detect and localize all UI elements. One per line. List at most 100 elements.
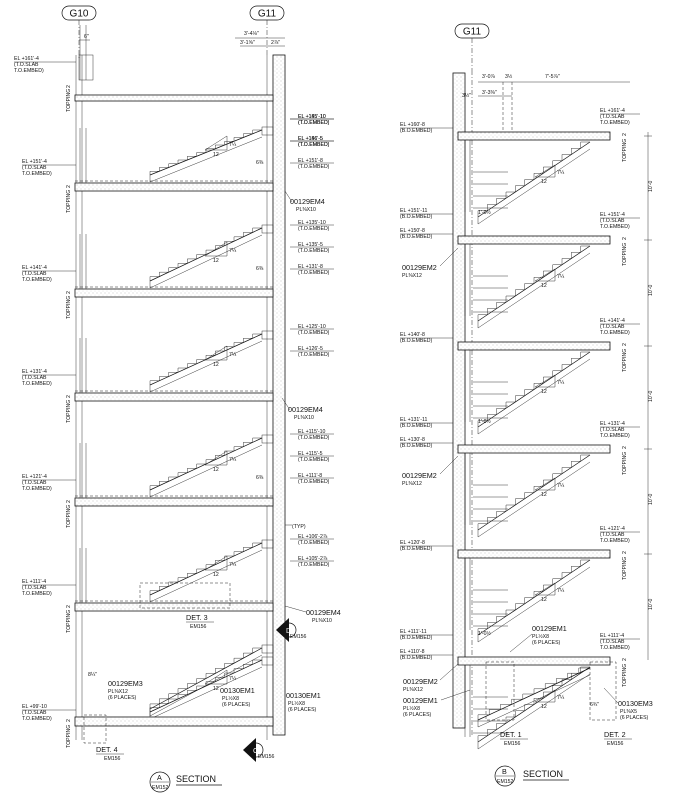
level-b-n1-0: (T.O.SLAB: [600, 114, 625, 120]
topping-b-3: TOPPING: [622, 452, 628, 475]
slope-tri-b-1: [534, 268, 556, 282]
slope-run-b-3: 12: [541, 492, 547, 498]
slope-rise-a-2: 7¼: [229, 352, 237, 358]
level-a-n1-1: (T.O.SLAB: [22, 165, 47, 171]
stair-b-0-stringer-bot: [477, 148, 591, 225]
topping-b-n-2: 2: [622, 343, 628, 346]
stair-b-5: [477, 666, 591, 750]
landing-a-el-c2-4: (T.O.EMBED): [298, 479, 330, 485]
det4-ref: EM156: [104, 756, 121, 762]
slope-tri-b-3: [534, 477, 556, 491]
bo-b-note-5: (B.O.EMBED): [400, 635, 433, 641]
slope-tri-a-0: [204, 135, 228, 151]
grid-bubble-g11-b: G11: [454, 23, 490, 39]
six-three-a-0: 6⅜: [256, 160, 264, 166]
cut-d-letter: D: [286, 626, 291, 635]
embed-b-em3-places: (6 PLACES): [620, 715, 649, 721]
dim-a-small: 6": [84, 34, 89, 40]
embed-a-em4-1-id: 00129EM4: [290, 197, 325, 206]
det3-ref: EM156: [190, 624, 207, 630]
landing-a-el-b-0: EL +156'-5: [298, 136, 323, 142]
landing-a-4: [261, 539, 274, 549]
ten-b-2: 10'-0: [648, 391, 654, 402]
bo-b-el-3: EL +131'-11: [400, 417, 427, 423]
embed-a-em1b-places: (6 PLACES): [288, 707, 317, 713]
grid-label-g11-a: G11: [258, 9, 277, 20]
landing-a-el-b2-2: (T.O.EMBED): [298, 248, 330, 254]
level-a-n1-4: (T.O.SLAB: [22, 480, 47, 486]
dim-a-edge: 2⅞": [271, 40, 280, 46]
embed-a-em1-id: 00130EM1: [220, 686, 255, 695]
stair-b-1-treads: [477, 245, 590, 328]
stair-a-1: [149, 227, 263, 289]
slope-rise-b-3: 7¼: [557, 483, 565, 489]
landing-a-el-a-0: EL +155'-10: [298, 114, 326, 120]
landing-a-5: [261, 644, 274, 654]
bo-b-el2-3: EL +130'-8: [400, 437, 425, 443]
bo-b-note-4: (B.O.EMBED): [400, 546, 433, 552]
dim-b-bot-rise: 6¾": [590, 702, 599, 708]
section-a-marker: A EM152 SECTION: [149, 771, 222, 793]
embed-a-em3-places: (6 PLACES): [108, 695, 137, 701]
level-a-bottom-n2: T.O.EMBED): [22, 716, 52, 722]
embed-a-em4-3-spec: PL⅜X10: [312, 618, 332, 624]
topping-b-n-5: 2: [622, 658, 628, 661]
level-b-n1-5: (T.O.SLAB: [600, 639, 625, 645]
level-b-el-1: EL +151'-4: [600, 212, 625, 218]
level-a-el-2: EL +141'-4: [22, 265, 47, 271]
dim-a-inner: 3'-1⅝": [240, 40, 255, 46]
level-b-el-5: EL +111'-4: [600, 633, 624, 639]
bo-b-note-2: (B.O.EMBED): [400, 338, 433, 344]
level-a-n1-5: (T.O.SLAB: [22, 585, 47, 591]
level-a-bottom-el: EL +99'-10: [22, 704, 47, 710]
topping-a-n-1: 2: [66, 185, 72, 188]
slab-a-fill-5: [75, 603, 273, 611]
bo-b-note-3: (B.O.EMBED): [400, 423, 433, 429]
landing-a-el-b2-5: (T.O.EMBED): [298, 562, 330, 568]
landing-a-el-a2-4: (T.O.EMBED): [298, 435, 330, 441]
bo-b-note-1: (B.O.EMBED): [400, 214, 433, 220]
stair-a-1-stringer-bot: [149, 234, 263, 289]
slab-a-fill-2: [75, 289, 273, 297]
bo-b-note2-3: (B.O.EMBED): [400, 443, 433, 449]
section-b-marker: B EM152 SECTION: [494, 765, 569, 787]
landing-a-el-b-1: EL +146'-5: [298, 136, 323, 142]
level-b-n1-2: (T.O.SLAB: [600, 324, 625, 330]
slope-run-b-5: 12: [541, 704, 547, 710]
stair-b-3-stringer-bot: [477, 461, 591, 538]
stair-a-1-treads: [149, 227, 262, 288]
bo-b-el-2: EL +140'-8: [400, 332, 425, 338]
level-a-el-4: EL +121'-4: [22, 474, 47, 480]
slope-rise-b-4: 7¼: [557, 588, 565, 594]
stair-a-4-stringer-bot: [149, 549, 263, 603]
stair-a-0-treads: [149, 129, 262, 182]
landing-a-el-b2-1: (T.O.EMBED): [298, 142, 330, 148]
stair-b-0-treads: [477, 141, 590, 224]
landing-a-el-a2-1: (T.O.EMBED): [298, 120, 330, 126]
topping-a-n-4: 2: [66, 500, 72, 503]
topping-b-n-0: 2: [622, 133, 628, 136]
slab-a-fill-4: [75, 498, 273, 506]
level-b-n2-1: T.O.EMBED): [600, 224, 630, 230]
level-b-n1-4: (T.O.SLAB: [600, 532, 625, 538]
topping-b-5: TOPPING: [622, 664, 628, 687]
slab-b-fill-2: [458, 342, 610, 350]
stair-b-1: [477, 245, 591, 329]
bo-b-el-0: EL +160'-8: [400, 122, 425, 128]
ten-b-0: 10'-0: [648, 181, 654, 192]
bo-b-note2-1: (B.O.EMBED): [400, 234, 433, 240]
embed-b-em2-3-id: 00129EM2: [403, 677, 438, 686]
slope-tri-a-4: [204, 555, 228, 571]
stair-a-2-treads: [149, 333, 262, 392]
dim-b-a: 3'-0⅞: [482, 74, 495, 80]
slope-run-a-5: 12: [213, 686, 219, 692]
section-b-ref: EM152: [497, 779, 514, 785]
slope-tri-a-5: [204, 669, 228, 685]
landing-a-el-c-2: EL +131'-8: [298, 264, 323, 270]
landing-a-el-a-3: EL +125'-10: [298, 324, 326, 330]
slab-b-fill-3: [458, 445, 610, 453]
